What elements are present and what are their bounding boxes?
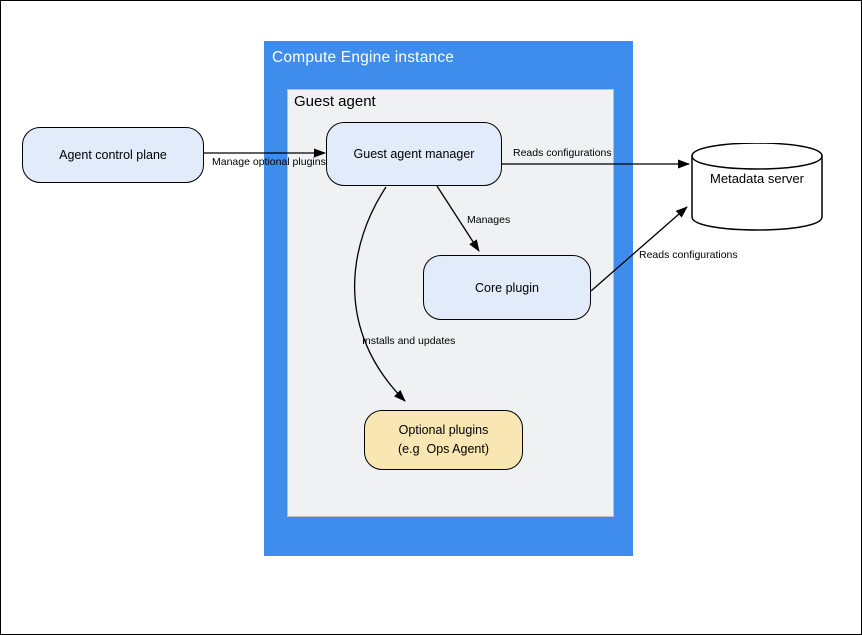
- node-agent-control-plane: Agent control plane: [22, 127, 204, 183]
- optional-plugins-label-line2: (e.g Ops Agent): [397, 442, 490, 456]
- agent-control-plane-label: Agent control plane: [59, 148, 167, 162]
- guest-agent-title: Guest agent: [294, 93, 376, 110]
- node-optional-plugins: Optional plugins (e.g Ops Agent): [364, 410, 523, 470]
- metadata-server-cylinder-shape: [691, 143, 823, 231]
- edge-label-manage-optional-plugins: Manage optional plugins: [212, 156, 326, 168]
- edge-label-reads-configurations-manager: Reads configurations: [513, 147, 612, 159]
- optional-plugins-label-line1: Optional plugins: [398, 423, 489, 437]
- edge-label-reads-configurations-core: Reads configurations: [639, 249, 738, 261]
- metadata-server-label: Metadata server: [710, 171, 804, 186]
- cylinder-body: [691, 143, 823, 231]
- edge-label-manages: Manages: [467, 214, 511, 226]
- guest-agent-manager-label: Guest agent manager: [353, 147, 475, 161]
- compute-engine-instance-title: Compute Engine instance: [272, 49, 455, 66]
- core-plugin-label: Core plugin: [475, 280, 539, 295]
- cylinder-top-curve: [691, 155, 823, 170]
- node-guest-agent-manager: Guest agent manager: [326, 122, 502, 186]
- edge-label-installs-and-updates: Installs and updates: [362, 335, 456, 347]
- node-core-plugin: Core plugin: [423, 255, 591, 320]
